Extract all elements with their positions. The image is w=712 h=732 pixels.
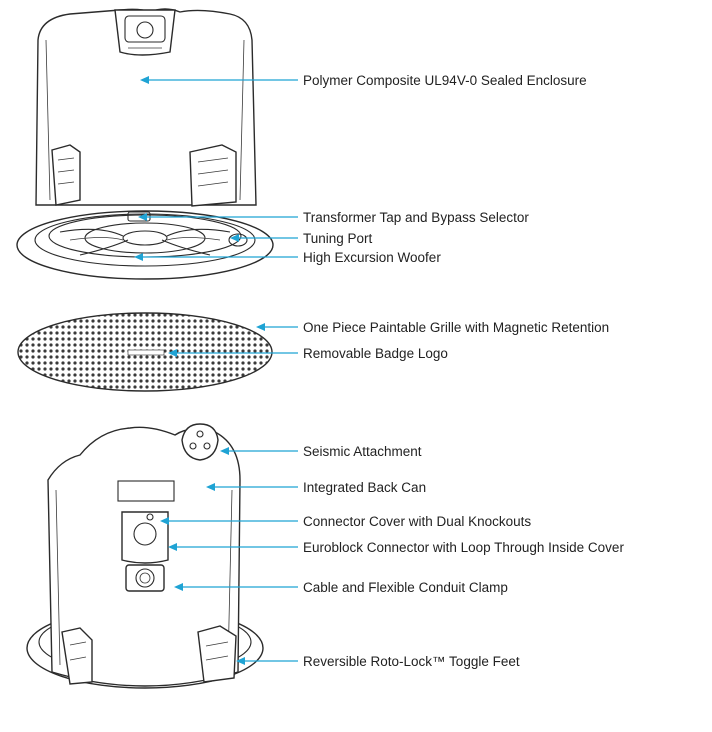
rear-speaker-illustration — [26, 423, 264, 689]
callout-seismic: Seismic Attachment — [303, 444, 422, 459]
callout-badge-logo: Removable Badge Logo — [303, 346, 448, 361]
callout-grille: One Piece Paintable Grille with Magnetic… — [303, 320, 609, 335]
callout-lines — [134, 76, 298, 665]
callout-enclosure: Polymer Composite UL94V-0 Sealed Enclosu… — [303, 73, 587, 88]
callout-toggle-feet: Reversible Roto-Lock™ Toggle Feet — [303, 654, 520, 669]
callout-woofer: High Excursion Woofer — [303, 250, 441, 265]
front-speaker-illustration — [16, 8, 274, 280]
callout-connector-cover: Connector Cover with Dual Knockouts — [303, 514, 531, 529]
callout-clamp: Cable and Flexible Conduit Clamp — [303, 580, 508, 595]
grille-illustration — [17, 312, 273, 392]
callout-euroblock: Euroblock Connector with Loop Through In… — [303, 540, 624, 555]
callout-labels: Polymer Composite UL94V-0 Sealed Enclosu… — [303, 73, 624, 669]
callout-tuning-port: Tuning Port — [303, 231, 373, 246]
badge-logo — [127, 349, 165, 356]
callout-back-can: Integrated Back Can — [303, 480, 426, 495]
callout-transformer-tap: Transformer Tap and Bypass Selector — [303, 210, 529, 225]
